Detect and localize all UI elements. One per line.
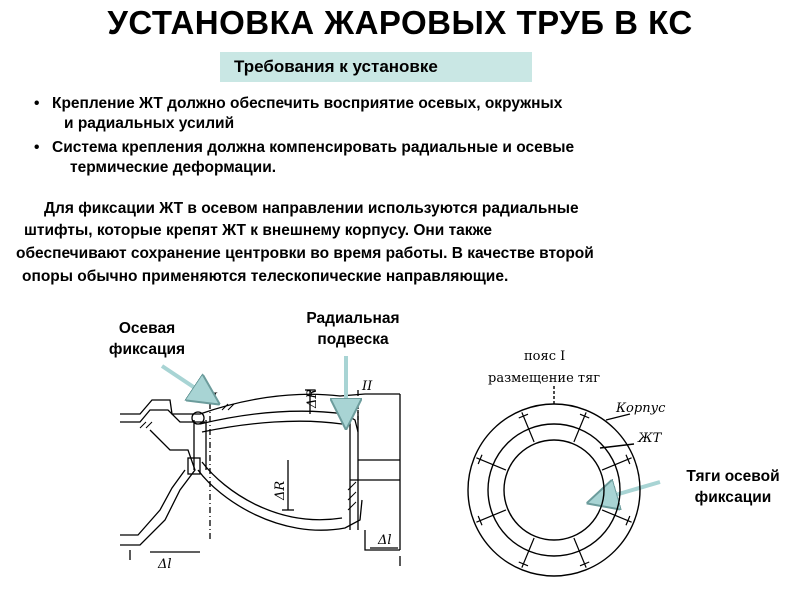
rods-callout: Тяги осевой фиксации: [666, 466, 800, 508]
rod-bracket: [625, 515, 631, 526]
paragraph-line: штифты, которые крепят ЖТ к внешнему кор…: [24, 222, 492, 239]
callout-line: фиксации: [694, 489, 772, 506]
radial-suspension-callout: Радиальная подвеска: [288, 308, 418, 350]
axial-fix-arrow: [160, 364, 210, 398]
requirement-item: Система крепления должна компенсировать …: [34, 138, 774, 178]
radial-rod: [573, 537, 587, 568]
delta-r-top-label: ΔR: [305, 389, 320, 409]
radial-rod: [521, 412, 535, 443]
callout-line: фиксация: [108, 341, 186, 358]
liner-label: ЖТ: [637, 431, 663, 446]
rod-bracket: [579, 413, 590, 419]
requirement-line: Крепление ЖТ должно обеспечить восприяти…: [52, 95, 563, 112]
callout-line: Радиальная: [306, 310, 400, 327]
requirement-item: Крепление ЖТ должно обеспечить восприяти…: [34, 94, 774, 134]
rod-bracket: [518, 561, 529, 567]
requirement-line: и радиальных усилий: [64, 115, 235, 132]
section-label: Требования к установке: [220, 52, 532, 82]
requirement-line: Система крепления должна компенсировать …: [52, 139, 575, 156]
paragraph-line: Для фиксации ЖТ в осевом направлении исп…: [44, 200, 579, 217]
callout-line: Тяги осевой: [686, 468, 780, 485]
radial-rod: [601, 509, 632, 523]
housing-label: Корпус: [615, 401, 666, 416]
belt-label: пояс I: [524, 349, 565, 364]
callout-line: Осевая: [118, 320, 176, 337]
callout-line: подвеска: [317, 331, 389, 348]
radial-rod: [573, 412, 587, 443]
requirements-list: Крепление ЖТ должно обеспечить восприяти…: [34, 94, 774, 182]
axial-fixation-callout: Осевая фиксация: [92, 318, 202, 360]
rod-bracket: [625, 454, 631, 465]
rod-bracket: [518, 413, 529, 419]
delta-l-right-label: Δl: [377, 533, 392, 548]
radial-rod: [476, 509, 507, 523]
delta-l-left-label: Δl: [157, 557, 172, 572]
ring-cross-section: пояс I размещение тяг Корпус ЖТ: [467, 349, 666, 577]
liner-section-drawing: I II ΔR ΔR Δl Δl: [120, 379, 401, 572]
page-title: УСТАНОВКА ЖАРОВЫХ ТРУБ В КС: [107, 4, 693, 41]
delta-r-bottom-label: ΔR: [273, 481, 288, 501]
rods-arrow: [598, 482, 661, 500]
rod-bracket: [477, 454, 483, 465]
paragraph-line: обеспечивают сохранение центровки во вре…: [16, 245, 594, 262]
paragraph-line: опоры обычно применяются телескопические…: [22, 268, 509, 285]
section-II-label: II: [361, 379, 373, 394]
requirement-line: термические деформации.: [70, 159, 277, 176]
rod-bracket: [477, 515, 483, 526]
radial-rod: [476, 457, 507, 471]
placement-label: размещение тяг: [488, 371, 600, 386]
radial-rod: [521, 537, 535, 568]
rod-bracket: [579, 561, 590, 567]
radial-rod: [601, 457, 632, 471]
